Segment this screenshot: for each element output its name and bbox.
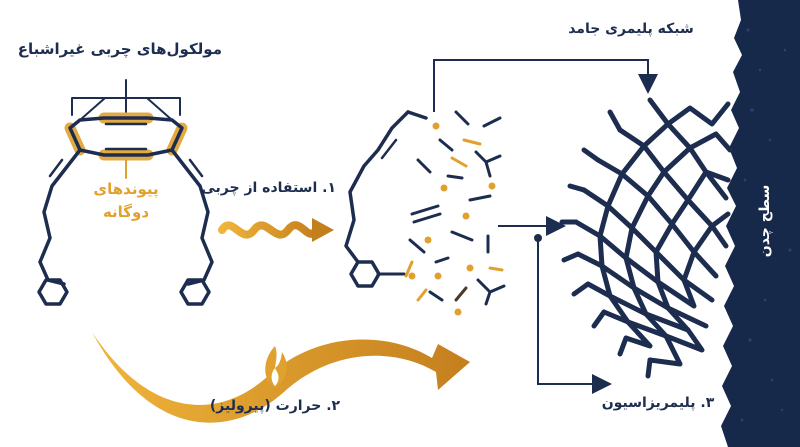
polymer-network	[559, 97, 733, 379]
polymerization-connector	[537, 240, 612, 394]
label-unsaturated-fat: مولکول‌های چربی غیراشباع	[17, 40, 222, 58]
label-polymer-network: شبکه پلیمری جامد	[568, 21, 694, 37]
step1-arrowhead	[312, 218, 334, 242]
label-step2: ۲. حرارت (پیرولیز)	[209, 398, 341, 414]
label-double-bonds-2: دوگانه	[102, 203, 150, 221]
iron-texture	[740, 28, 792, 422]
label-cast-iron-surface: سطح چدن	[757, 184, 773, 258]
radical-dots	[408, 122, 496, 316]
flame-icon	[265, 346, 287, 388]
fat-molecule	[37, 79, 214, 306]
breaking-molecule	[344, 110, 506, 306]
step1-wave	[218, 221, 320, 239]
cast-iron-surface	[721, 0, 800, 447]
label-double-bonds-1: پیوندهای	[93, 180, 159, 198]
label-step1: ۱. استفاده از چربی	[201, 180, 336, 196]
label-step3: ۳. پلیمریزاسیون	[601, 395, 715, 411]
network-connector	[433, 59, 658, 112]
